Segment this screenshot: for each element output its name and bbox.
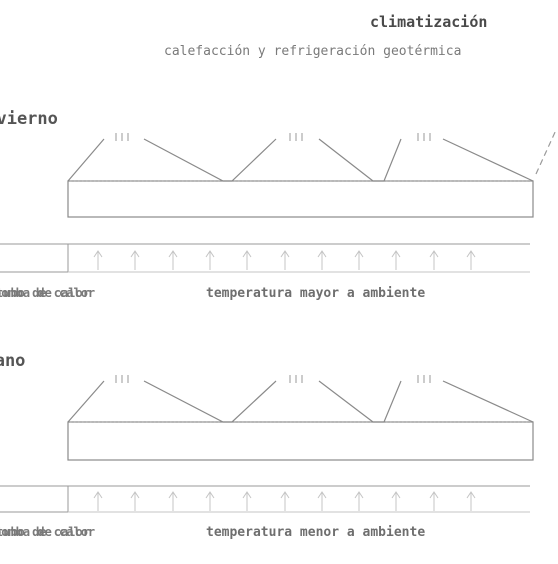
winter-heat-pump-label: bomba de calor — [0, 286, 95, 300]
winter-building-volume — [67, 180, 534, 218]
summer-building-volume — [67, 421, 534, 461]
up-arrow-icon — [130, 250, 140, 270]
up-arrow-icon — [354, 491, 364, 511]
up-arrow-icon — [280, 250, 290, 270]
up-arrow-icon — [242, 491, 252, 511]
winter-roof-valley-2 — [318, 138, 402, 182]
up-arrow-icon — [466, 491, 476, 511]
winter-skylight-marks-2 — [289, 133, 303, 141]
winter-roof-dashed-edge — [535, 129, 557, 175]
summer-caption: temperatura menor a ambiente — [206, 525, 425, 540]
up-arrow-icon — [168, 250, 178, 270]
up-arrow-icon — [93, 250, 103, 270]
winter-roof-right — [442, 138, 534, 182]
winter-caption: temperatura mayor a ambiente — [206, 286, 425, 301]
summer-section: verano — [0, 351, 534, 540]
up-arrow-icon — [168, 491, 178, 511]
winter-ground — [0, 243, 530, 273]
winter-building — [67, 129, 557, 218]
winter-heat-arrows — [93, 250, 476, 270]
summer-building — [67, 375, 534, 461]
winter-section: invierno — [0, 109, 557, 301]
summer-skylight-marks-1 — [115, 375, 129, 383]
summer-roof-left — [67, 380, 105, 423]
up-arrow-icon — [205, 491, 215, 511]
summer-heat-pipe-label: tubo de calor — [0, 525, 90, 539]
summer-ground — [0, 485, 530, 513]
up-arrow-icon — [280, 491, 290, 511]
page-title: climatización — [370, 13, 487, 31]
up-arrow-icon — [130, 491, 140, 511]
summer-roof-right — [442, 380, 534, 423]
up-arrow-icon — [317, 250, 327, 270]
up-arrow-icon — [205, 250, 215, 270]
up-arrow-icon — [242, 250, 252, 270]
summer-skylight-marks-2 — [289, 375, 303, 383]
summer-roof-valley-1 — [143, 380, 277, 423]
up-arrow-icon — [93, 491, 103, 511]
page-subtitle: calefacción y refrigeración geotérmica — [164, 44, 461, 59]
summer-title: verano — [0, 351, 25, 371]
winter-skylight-marks-3 — [417, 133, 431, 141]
up-arrow-icon — [391, 491, 401, 511]
summer-roof-valley-2 — [318, 380, 402, 423]
winter-heat-pipe-label: tubo de calor — [0, 286, 90, 300]
summer-heat-pump-label: bomba de calor — [0, 525, 95, 539]
up-arrow-icon — [317, 491, 327, 511]
summer-cool-arrows — [93, 491, 476, 511]
winter-roof-left — [67, 138, 105, 182]
up-arrow-icon — [354, 250, 364, 270]
up-arrow-icon — [391, 250, 401, 270]
winter-roof-valley-1 — [143, 138, 277, 182]
summer-skylight-marks-3 — [417, 375, 431, 383]
up-arrow-icon — [466, 250, 476, 270]
winter-title: invierno — [0, 109, 58, 129]
up-arrow-icon — [429, 491, 439, 511]
up-arrow-icon — [429, 250, 439, 270]
winter-skylight-marks-1 — [115, 133, 129, 141]
